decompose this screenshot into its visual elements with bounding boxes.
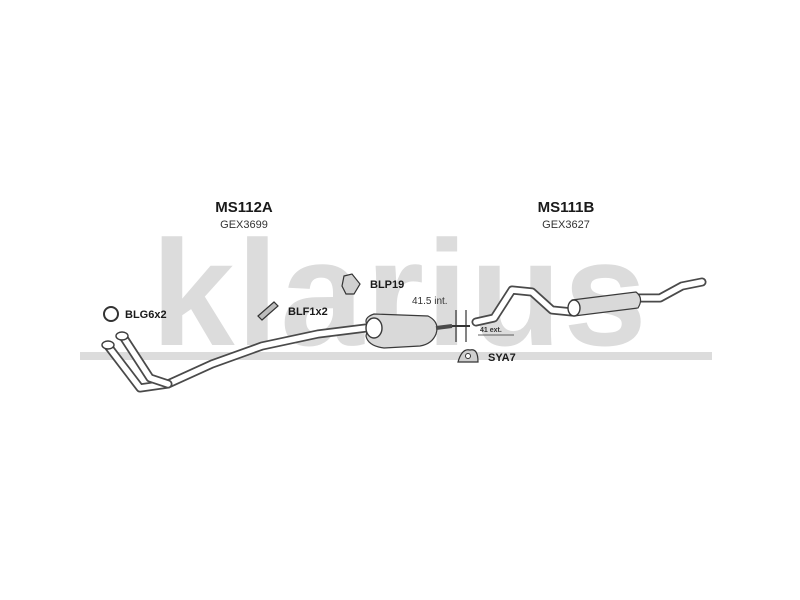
- section-ref-front: GEX3699: [220, 219, 268, 231]
- mount-fitting: SYA7: [457, 349, 516, 364]
- internal-diameter-label: 41.5 int.: [412, 296, 448, 307]
- flange-fitting: BLF1x2: [257, 301, 328, 321]
- flange-icon: [257, 301, 279, 321]
- external-diameter: 41 ext.: [478, 327, 514, 336]
- centre-silencer: [365, 313, 453, 349]
- section-code-rear: MS111B: [538, 199, 595, 216]
- flange-label: BLF1x2: [288, 306, 328, 318]
- rear-pipe: [471, 277, 707, 327]
- front-pipe: [101, 323, 371, 393]
- gasket-label: BLG6x2: [125, 309, 167, 321]
- watermark-text: klarius: [151, 209, 649, 377]
- external-diameter-label: 41 ext.: [480, 327, 502, 334]
- clamp-label: BLP19: [370, 279, 404, 291]
- section-ref-rear: GEX3627: [542, 219, 590, 231]
- watermark: klarius: [80, 209, 712, 377]
- joint-marker: [452, 310, 470, 342]
- clamp-icon: [341, 273, 361, 295]
- gasket-icon: [103, 306, 119, 322]
- section-code-front: MS112A: [215, 199, 273, 216]
- mount-label: SYA7: [488, 352, 516, 364]
- clamp-fitting: BLP19: [341, 273, 404, 295]
- gasket-fitting: BLG6x2: [103, 306, 167, 322]
- watermark-underline: [80, 352, 712, 360]
